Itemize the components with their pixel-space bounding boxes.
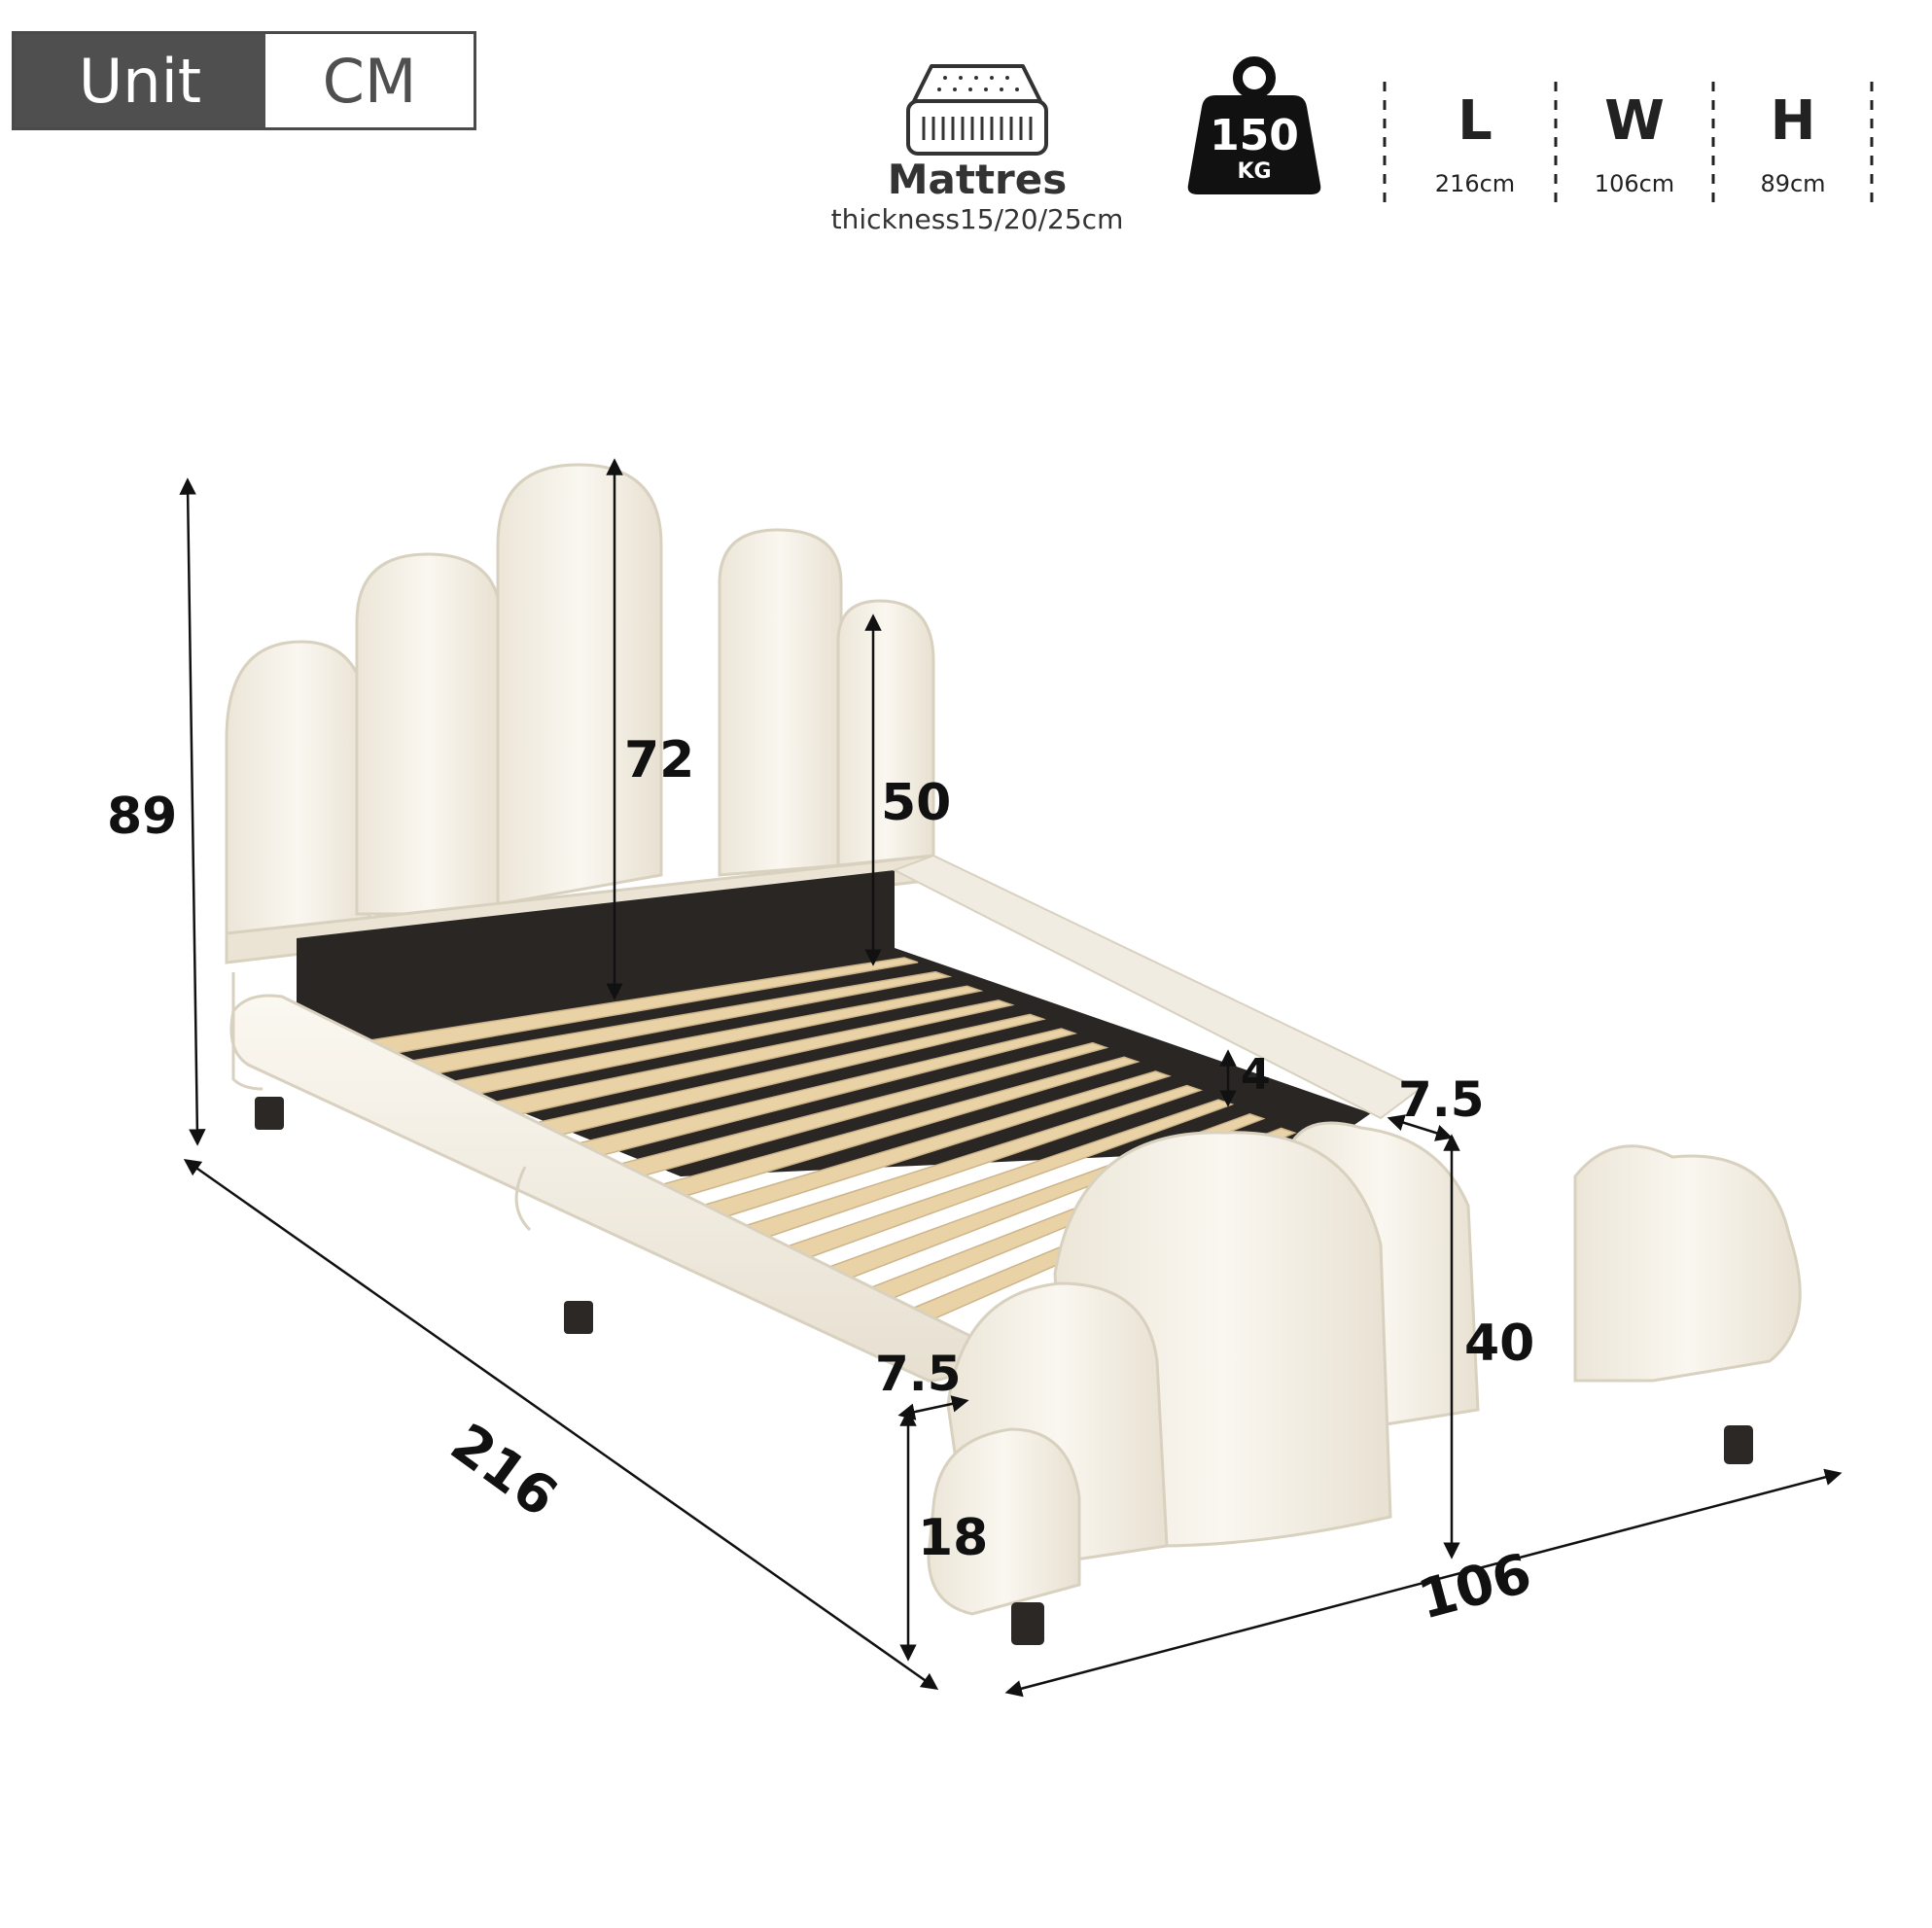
- dimension-value: 106cm: [1594, 170, 1675, 197]
- label-total-height: 89: [107, 788, 178, 846]
- label-rail-height: 18: [918, 1509, 989, 1567]
- label-headboard-height: 72: [624, 731, 695, 789]
- weight-unit: KG: [1237, 159, 1272, 184]
- unit-badge: Unit CM: [12, 31, 476, 130]
- unit-value: CM: [265, 34, 474, 127]
- dimension-length: L 216cm: [1412, 89, 1538, 197]
- dimension-dividers: [0, 0, 1932, 228]
- weight-value: 150: [1210, 111, 1299, 160]
- dimension-letter: W: [1604, 89, 1665, 153]
- mattress-thickness: thickness15/20/25cm: [830, 203, 1124, 235]
- dimension-letter: H: [1770, 89, 1816, 153]
- mattress-icon: [895, 60, 1060, 159]
- weight-icon: 150 KG: [1186, 56, 1322, 197]
- dimension-letter: L: [1458, 89, 1493, 153]
- dimension-height: H 89cm: [1730, 89, 1856, 197]
- dimension-width: W 106cm: [1571, 89, 1698, 197]
- label-footboard-height: 40: [1464, 1315, 1535, 1373]
- label-headboard-side-height: 50: [881, 774, 952, 832]
- mattress-spec: Mattres thickness15/20/25cm: [817, 156, 1138, 235]
- mattress-title: Mattres: [887, 156, 1068, 203]
- unit-label: Unit: [15, 34, 265, 127]
- dimension-value: 89cm: [1760, 170, 1826, 197]
- dimension-lines: [179, 458, 1843, 1698]
- label-rail-width-back: 7.5: [1398, 1071, 1485, 1128]
- dimension-value: 216cm: [1434, 170, 1516, 197]
- side-rail-right: [892, 854, 1422, 1120]
- footboard: [927, 1121, 1802, 1616]
- label-slat-gap: 4: [1241, 1050, 1271, 1100]
- label-rail-width-front: 7.5: [875, 1346, 962, 1402]
